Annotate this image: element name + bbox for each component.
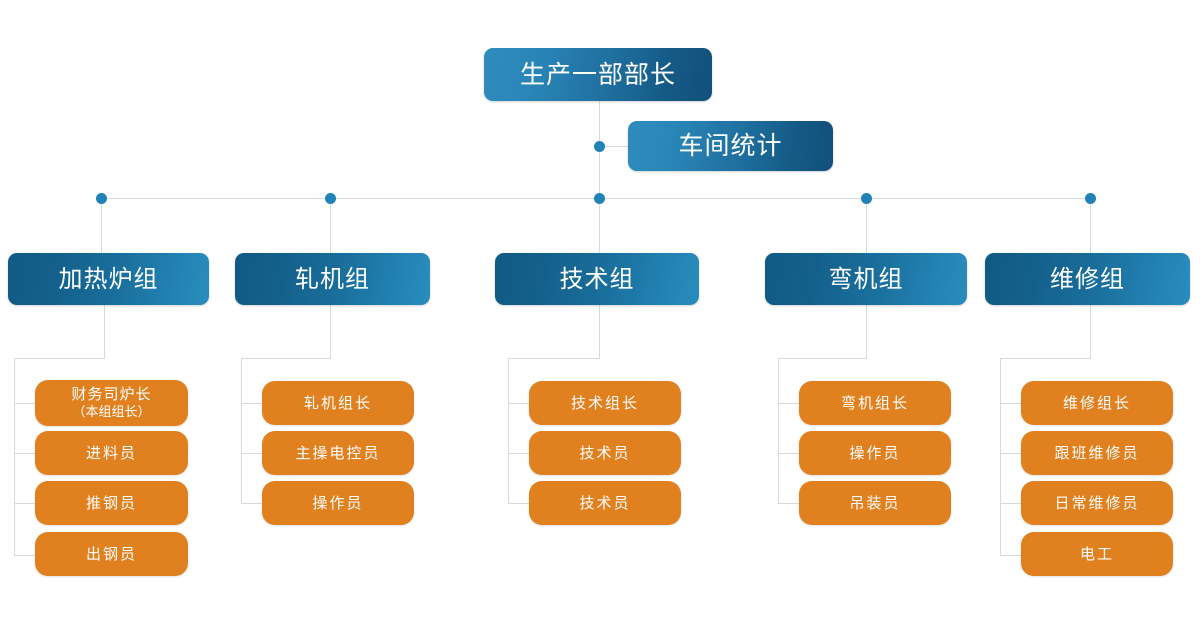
connector-col1-stub-2 xyxy=(14,453,36,454)
node-staff-workshop-statistics[interactable]: 车间统计 xyxy=(628,121,833,171)
node-member-2-3[interactable]: 操作员 xyxy=(262,481,414,525)
connector-col5-stub-4 xyxy=(1000,555,1022,556)
node-group-heating-furnace[interactable]: 加热炉组 xyxy=(8,253,209,305)
connector-col4-trunk xyxy=(778,358,779,504)
node-group-technical[interactable]: 技术组 xyxy=(495,253,699,305)
connector-col5-trunk xyxy=(1000,358,1001,555)
node-member-5-2[interactable]: 跟班维修员 xyxy=(1021,431,1173,475)
member-label-4-2: 操作员 xyxy=(849,443,901,462)
member-label-4-3: 吊装员 xyxy=(849,493,901,512)
member-label-3-2: 技术员 xyxy=(579,443,631,462)
connector-col1-elbow-v xyxy=(104,305,105,358)
connector-col2-stub-3 xyxy=(241,503,263,504)
node-root[interactable]: 生产一部部长 xyxy=(484,48,712,101)
connector-col2-trunk xyxy=(241,358,242,504)
group-label-1: 加热炉组 xyxy=(58,265,159,293)
member-label-5-3: 日常维修员 xyxy=(1054,493,1140,512)
node-member-4-3[interactable]: 吊装员 xyxy=(799,481,951,525)
connector-col1-stub-4 xyxy=(14,555,36,556)
connector-group-drop-2 xyxy=(330,198,331,254)
connector-col4-stub-3 xyxy=(778,503,800,504)
connector-group-drop-3 xyxy=(599,198,600,254)
node-member-2-2[interactable]: 主操电控员 xyxy=(262,431,414,475)
connector-col1-elbow-h xyxy=(14,358,105,359)
junction-dot-staff xyxy=(594,141,605,152)
node-member-2-1[interactable]: 轧机组长 xyxy=(262,381,414,425)
member-label-1-3: 推钢员 xyxy=(85,493,137,512)
member-sublabel-1-1: （本组组长） xyxy=(72,405,151,421)
connector-col5-stub-3 xyxy=(1000,503,1022,504)
connector-col5-elbow-h xyxy=(1000,358,1091,359)
connector-group-drop-4 xyxy=(866,198,867,254)
connector-col2-elbow-h xyxy=(241,358,331,359)
node-member-1-1[interactable]: 财务司炉长 （本组组长） xyxy=(35,380,188,426)
connector-group-drop-1 xyxy=(101,198,102,254)
member-label-5-2: 跟班维修员 xyxy=(1054,443,1140,462)
connector-col3-elbow-v xyxy=(599,305,600,358)
connector-col3-stub-2 xyxy=(508,453,530,454)
connector-group-drop-5 xyxy=(1090,198,1091,254)
connector-col4-elbow-v xyxy=(866,305,867,358)
connector-col3-trunk xyxy=(508,358,509,504)
connector-col1-stub-1 xyxy=(14,403,36,404)
group-label-4: 弯机组 xyxy=(828,265,904,293)
node-member-1-3[interactable]: 推钢员 xyxy=(35,481,188,525)
node-member-1-4[interactable]: 出钢员 xyxy=(35,532,188,576)
connector-col1-stub-3 xyxy=(14,503,36,504)
node-member-1-2[interactable]: 进料员 xyxy=(35,431,188,475)
node-group-rolling-mill[interactable]: 轧机组 xyxy=(235,253,430,305)
member-label-2-1: 轧机组长 xyxy=(303,393,372,412)
connector-col4-elbow-h xyxy=(778,358,867,359)
connector-col5-stub-1 xyxy=(1000,403,1022,404)
junction-dot-group-2 xyxy=(325,193,336,204)
connector-col5-stub-2 xyxy=(1000,453,1022,454)
junction-dot-group-3 xyxy=(594,193,605,204)
member-label-5-1: 维修组长 xyxy=(1062,393,1131,412)
node-group-bending-machine[interactable]: 弯机组 xyxy=(765,253,967,305)
member-label-5-4: 电工 xyxy=(1079,544,1114,563)
node-staff-label: 车间统计 xyxy=(678,131,783,161)
node-member-5-1[interactable]: 维修组长 xyxy=(1021,381,1173,425)
connector-col5-elbow-v xyxy=(1090,305,1091,358)
junction-dot-group-1 xyxy=(96,193,107,204)
group-label-3: 技术组 xyxy=(559,265,635,293)
node-member-4-2[interactable]: 操作员 xyxy=(799,431,951,475)
node-member-4-1[interactable]: 弯机组长 xyxy=(799,381,951,425)
node-member-5-4[interactable]: 电工 xyxy=(1021,532,1173,576)
member-label-4-1: 弯机组长 xyxy=(840,393,909,412)
connector-staff-stub xyxy=(599,146,629,147)
connector-col4-stub-2 xyxy=(778,453,800,454)
junction-dot-group-5 xyxy=(1085,193,1096,204)
node-group-maintenance[interactable]: 维修组 xyxy=(985,253,1190,305)
connector-col3-stub-1 xyxy=(508,403,530,404)
node-member-3-1[interactable]: 技术组长 xyxy=(529,381,681,425)
connector-col3-elbow-h xyxy=(508,358,600,359)
connector-col2-stub-2 xyxy=(241,453,263,454)
connector-col1-trunk xyxy=(14,358,15,555)
member-label-1-1: 财务司炉长 xyxy=(71,385,152,404)
node-member-3-3[interactable]: 技术员 xyxy=(529,481,681,525)
member-label-3-3: 技术员 xyxy=(579,493,631,512)
connector-col3-stub-3 xyxy=(508,503,530,504)
group-label-5: 维修组 xyxy=(1050,265,1125,293)
node-member-3-2[interactable]: 技术员 xyxy=(529,431,681,475)
node-root-label: 生产一部部长 xyxy=(519,59,676,89)
member-label-3-1: 技术组长 xyxy=(570,393,639,412)
member-label-2-2: 主操电控员 xyxy=(295,443,381,462)
member-label-1-2: 进料员 xyxy=(85,443,137,462)
connector-col4-stub-1 xyxy=(778,403,800,404)
junction-dot-group-4 xyxy=(861,193,872,204)
group-label-2: 轧机组 xyxy=(295,265,370,293)
connector-col2-elbow-v xyxy=(330,305,331,358)
node-member-5-3[interactable]: 日常维修员 xyxy=(1021,481,1173,525)
member-label-1-4: 出钢员 xyxy=(85,544,137,563)
connector-col2-stub-1 xyxy=(241,403,263,404)
member-label-2-3: 操作员 xyxy=(312,493,364,512)
